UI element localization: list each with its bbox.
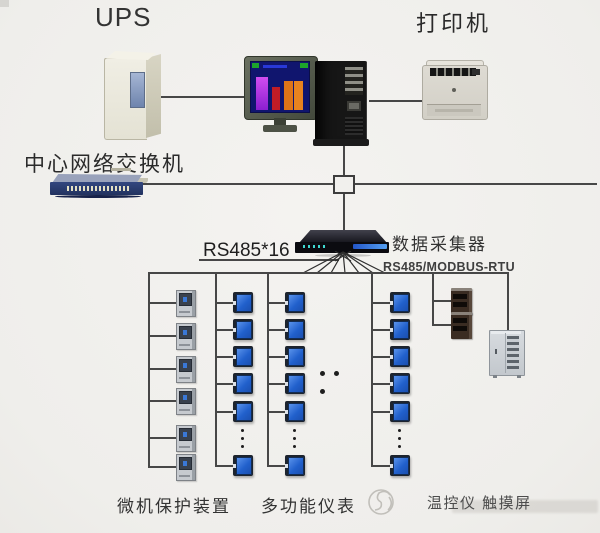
- rs485x16-label: RS485*16: [203, 240, 290, 261]
- multifunction-meters-label: 多功能仪表: [261, 497, 356, 516]
- meter-device-icon: [285, 291, 305, 313]
- rs485x16-underline: [199, 259, 339, 261]
- stub-line: [267, 411, 285, 413]
- server-tower-icon: [313, 61, 369, 147]
- ellipsis-vertical-icon: [293, 429, 297, 453]
- stub-line: [371, 383, 390, 385]
- printer-icon: [422, 60, 488, 122]
- printer-label: 打印机: [416, 11, 492, 36]
- meter-device-icon: [390, 318, 410, 340]
- collector-blue-stripe: [353, 244, 387, 249]
- temp-controller-bus-line: [432, 272, 434, 324]
- wire-tower-to-printer: [369, 100, 422, 102]
- stub-line: [215, 302, 233, 304]
- watermark-logo-icon: [368, 489, 394, 515]
- central-switch-label: 中心网络交换机: [24, 153, 185, 176]
- ellipsis-horizontal-icon: [320, 371, 360, 394]
- wire-ups-to-monitor: [160, 96, 250, 98]
- network-switch-icon: [49, 174, 145, 201]
- relay-device-icon: [176, 355, 196, 383]
- stub-line: [215, 411, 233, 413]
- relay-device-icon: [176, 322, 196, 350]
- meter-device-icon: [390, 454, 410, 476]
- meter-device-icon: [390, 372, 410, 394]
- meter-device-icon: [233, 318, 253, 340]
- relay-device-icon: [176, 387, 196, 415]
- stub-line: [215, 329, 233, 331]
- temp-controller-touchscreen-label: 温控仪 触摸屏: [427, 495, 532, 512]
- ups-screen: [130, 72, 145, 108]
- meter-device-icon: [285, 454, 305, 476]
- stub-line: [371, 329, 390, 331]
- bus-line: [267, 272, 269, 465]
- stub-line: [267, 465, 285, 467]
- stub-line: [215, 383, 233, 385]
- watermark-text-smudge: [452, 500, 598, 513]
- bus-line: [371, 272, 373, 465]
- stub-line: [267, 302, 285, 304]
- stub-line: [148, 302, 176, 304]
- temp-controller-device-icon: [451, 312, 472, 339]
- switch-ports: [67, 186, 129, 191]
- stub-line: [267, 329, 285, 331]
- rs485-modbus-label: RS485/MODBUS-RTU: [383, 260, 515, 274]
- stub-line: [371, 465, 390, 467]
- stub-line: [371, 356, 390, 358]
- backbone-tap-connector: [333, 175, 355, 194]
- ups-device-icon: [104, 50, 164, 183]
- meter-device-icon: [285, 318, 305, 340]
- field-bus-rail: [148, 272, 508, 274]
- scan-artifact: [0, 0, 9, 7]
- stub-line: [371, 411, 390, 413]
- bus-line: [215, 272, 217, 465]
- stub-line: [215, 356, 233, 358]
- stub-line: [371, 302, 390, 304]
- meter-device-icon: [285, 400, 305, 422]
- ups-label: UPS: [95, 2, 152, 32]
- stub-line: [432, 324, 451, 326]
- temp-controller-device-icon: [451, 288, 472, 315]
- stub-line: [148, 335, 176, 337]
- network-backbone-line: [143, 183, 597, 185]
- meter-device-icon: [233, 345, 253, 367]
- ellipsis-vertical-icon: [241, 429, 245, 453]
- stub-line: [148, 466, 176, 468]
- meter-device-icon: [233, 454, 253, 476]
- meter-device-icon: [285, 345, 305, 367]
- stub-line: [267, 356, 285, 358]
- data-collector-label: 数据采集器: [392, 235, 487, 254]
- relay-device-icon: [176, 424, 196, 452]
- fanout-wires-icon: [302, 251, 386, 274]
- stub-line: [267, 383, 285, 385]
- ellipsis-vertical-icon: [398, 429, 402, 453]
- relay-device-icon: [176, 289, 196, 317]
- meter-device-icon: [233, 291, 253, 313]
- cabinet-drop-line: [507, 272, 509, 331]
- stub-line: [215, 465, 233, 467]
- relay-device-icon: [176, 453, 196, 481]
- touchscreen-cabinet-icon: [489, 330, 525, 378]
- monitor-screen-barchart: [250, 61, 310, 113]
- protection-devices-label: 微机保护装置: [117, 497, 231, 516]
- meter-device-icon: [233, 400, 253, 422]
- stub-line: [432, 300, 451, 302]
- meter-device-icon: [390, 291, 410, 313]
- meter-device-icon: [285, 372, 305, 394]
- stub-line: [148, 368, 176, 370]
- stub-line: [148, 437, 176, 439]
- meter-device-icon: [233, 372, 253, 394]
- monitor-icon: [244, 56, 322, 136]
- stub-line: [148, 400, 176, 402]
- meter-device-icon: [390, 345, 410, 367]
- meter-device-icon: [390, 400, 410, 422]
